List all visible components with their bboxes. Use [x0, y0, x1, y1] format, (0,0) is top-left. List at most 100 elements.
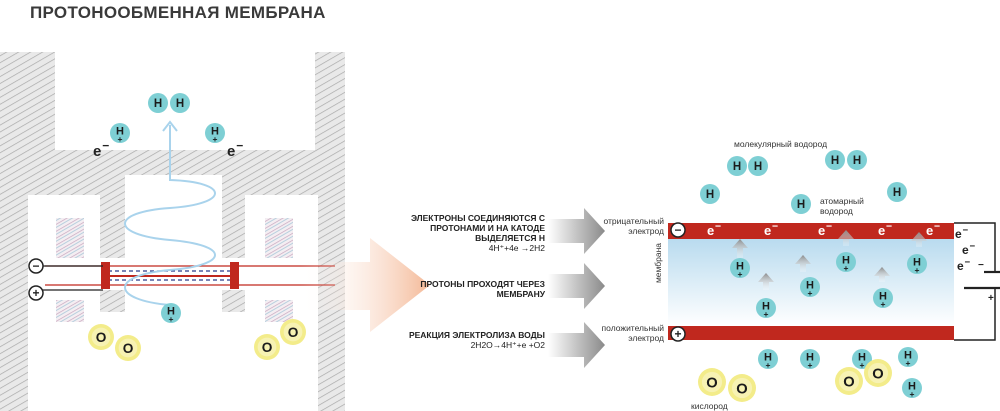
positive-electrode-bar [668, 326, 954, 340]
hydrogen-molecule-atom: H [825, 150, 845, 170]
svg-text:O: O [123, 341, 134, 356]
oxygen-atom: O [254, 334, 280, 360]
proton: H+ [907, 254, 927, 275]
battery-plus: + [988, 293, 994, 304]
svg-text:−: − [772, 222, 778, 233]
svg-text:H: H [733, 161, 741, 173]
oxygen-atom: O [115, 335, 141, 361]
svg-text:e: e [818, 223, 825, 238]
svg-text:−: − [102, 139, 109, 153]
positive-electrode-sign: + [670, 326, 686, 342]
svg-text:e: e [957, 259, 964, 273]
svg-text:H: H [831, 155, 839, 167]
proton: H+ [800, 277, 820, 298]
proton: H+ [902, 378, 922, 399]
oxygen-atom: O [698, 368, 726, 396]
label-atomic-hydrogen: атомарный водород [820, 196, 864, 216]
oxygen-atom: O [835, 367, 863, 395]
callout-electrolysis: РЕАКЦИЯ ЭЛЕКТРОЛИЗА ВОДЫ 2H2O→4H⁺+e +O2 [395, 330, 545, 350]
proton: H+ [161, 303, 181, 324]
svg-text:H: H [754, 161, 762, 173]
hydrogen-atom: H [700, 184, 720, 204]
svg-text:H: H [154, 98, 162, 110]
svg-text:+: + [764, 309, 769, 319]
electrolyzer-housing [0, 52, 345, 411]
svg-text:+: + [766, 360, 771, 370]
hydrogen-atom: H [791, 194, 811, 214]
svg-text:+: + [118, 134, 123, 144]
svg-text:e: e [878, 223, 885, 238]
svg-text:O: O [262, 340, 273, 355]
terminal-positive: + [28, 285, 103, 301]
svg-text:+: + [915, 265, 920, 275]
svg-text:+: + [169, 314, 174, 324]
svg-text:e: e [707, 223, 714, 238]
svg-text:e: e [93, 143, 101, 160]
svg-text:e: e [955, 227, 962, 241]
svg-text:H: H [806, 352, 814, 364]
oxygen-atom: O [280, 319, 306, 345]
callout-electrons-formula: 4H⁺+4e →2H2 [488, 243, 545, 253]
label-oxygen: кислород [691, 401, 728, 411]
electron: e− [962, 241, 975, 257]
callout-electrolysis-formula: 2H2O→4H⁺+e +O2 [470, 340, 545, 350]
svg-text:e: e [962, 243, 969, 257]
svg-text:−: − [715, 222, 721, 233]
electron: e− [227, 139, 243, 160]
electron: e− [926, 222, 940, 238]
callout-electrons: ЭЛЕКТРОНЫ СОЕДИНЯЮТСЯ С ПРОТОНАМИ И НА К… [395, 213, 545, 253]
svg-text:O: O [872, 366, 883, 382]
external-circuit: − + [954, 222, 1000, 341]
svg-text:+: + [808, 288, 813, 298]
svg-text:H: H [116, 126, 124, 138]
svg-text:+: + [860, 360, 865, 370]
svg-text:e: e [227, 143, 235, 160]
svg-text:O: O [96, 330, 107, 345]
svg-text:H: H [908, 381, 916, 393]
negative-electrode-bar [668, 223, 954, 239]
proton: H+ [756, 298, 776, 319]
svg-text:H: H [797, 199, 805, 211]
oxygen-atom: O [88, 324, 114, 350]
callout-arrow-3 [548, 322, 605, 368]
proton: H+ [800, 349, 820, 370]
electron: e− [764, 222, 778, 238]
hydrogen-molecule-atom: H [748, 156, 768, 176]
electron: e− [707, 222, 721, 238]
oxygen-atom: O [864, 359, 892, 387]
battery-minus: − [978, 260, 984, 271]
label-negative-electrode: отрицательный электрод [603, 216, 664, 236]
callout-arrow-2 [548, 263, 605, 309]
hydrogen-molecule-atom: H [847, 150, 867, 170]
page-title: ПРОТОНООБМЕННАЯ МЕМБРАНА [30, 3, 326, 22]
electron: e− [957, 257, 970, 273]
svg-text:e: e [926, 223, 933, 238]
svg-text:H: H [762, 301, 770, 313]
hydrogen-molecule-atom: H [727, 156, 747, 176]
terminal-negative-label: − [32, 259, 39, 273]
svg-text:−: − [934, 222, 940, 233]
terminal-positive-label: + [32, 286, 39, 300]
svg-text:H: H [167, 306, 175, 318]
svg-text:+: + [738, 269, 743, 279]
transition-arrow [300, 238, 430, 332]
electron: e− [818, 222, 832, 238]
proton: H+ [852, 349, 872, 370]
proton-migration-arrows [732, 230, 927, 290]
svg-text:O: O [706, 375, 717, 391]
svg-text:O: O [736, 381, 747, 397]
proton: H+ [205, 123, 225, 144]
svg-text:−: − [886, 222, 892, 233]
proton: H+ [836, 252, 856, 273]
electron: e− [955, 225, 968, 241]
callout-arrow-1 [548, 208, 605, 254]
electron: e− [878, 222, 892, 238]
svg-text:−: − [964, 257, 970, 268]
negative-electrode-sign: − [670, 222, 686, 238]
svg-text:H: H [853, 155, 861, 167]
hydrogen-atom: H [887, 182, 907, 202]
svg-text:H: H [879, 291, 887, 303]
hydrogen-flow-path [124, 125, 216, 306]
oxygen-atom: O [728, 374, 756, 402]
callout-protons: ПРОТОНЫ ПРОХОДЯТ ЧЕРЕЗ МЕМБРАНУ [405, 279, 545, 299]
